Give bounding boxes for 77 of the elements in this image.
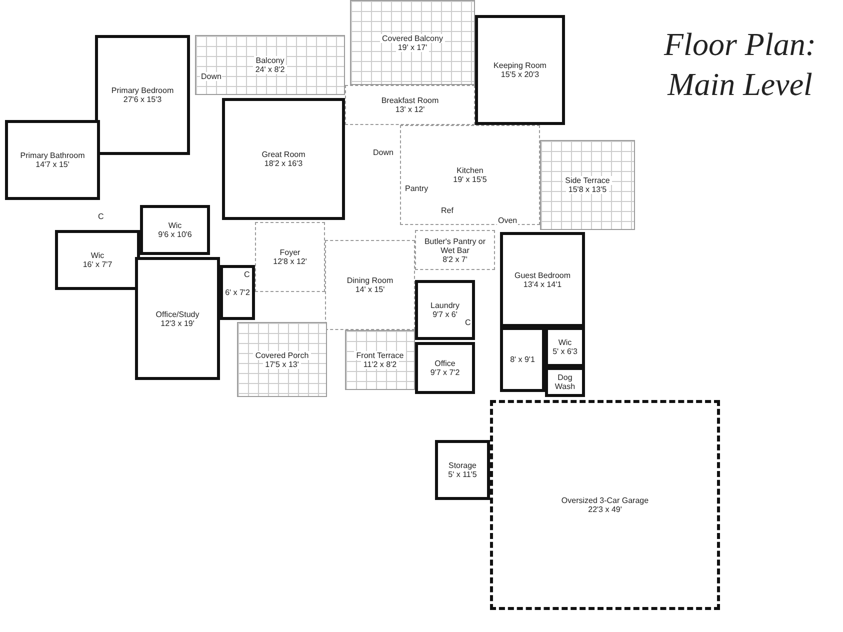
room-name: Dining Room xyxy=(344,276,396,285)
room-outline xyxy=(415,280,475,340)
room-outline xyxy=(545,367,585,397)
room-name: Guest Bedroom xyxy=(512,270,573,280)
room-name: Office/Study xyxy=(154,310,202,318)
room-dimensions: 5' x 6'3 xyxy=(550,347,580,356)
terrace-outline xyxy=(540,140,635,230)
room-outline xyxy=(222,98,345,220)
room-dimensions: 22'3 x 49' xyxy=(586,505,624,514)
room-name: Keeping Room xyxy=(492,61,548,70)
room-outline xyxy=(475,15,565,125)
room-dimensions: 11'2 x 8'2 xyxy=(361,360,399,369)
room-dimensions: 19' x 15'5 xyxy=(451,175,489,184)
room-dimensions: 24' x 8'2 xyxy=(253,65,287,74)
terrace-outline xyxy=(345,330,415,390)
room-outline xyxy=(135,257,220,380)
room-dimensions: 15'5 x 20'3 xyxy=(498,70,542,79)
fixture-label: Ref xyxy=(440,206,454,215)
room-dimensions: 13' x 12' xyxy=(393,105,427,114)
stair-label: Down xyxy=(372,148,394,157)
room-outline xyxy=(55,230,140,290)
room-name: Covered Balcony xyxy=(380,34,445,42)
room-outline xyxy=(435,440,490,500)
room-name: Oversized 3-Car Garage xyxy=(559,496,651,505)
room-outline xyxy=(545,327,585,367)
room-name: Great Room xyxy=(260,150,308,159)
room-name: Storage xyxy=(446,461,479,470)
room-name: Primary Bedroom xyxy=(109,86,176,95)
room-name: Covered Porch xyxy=(253,350,311,360)
room-outline xyxy=(415,230,495,270)
room-name: Laundry xyxy=(428,301,462,310)
room-name: Front Terrace xyxy=(354,351,406,360)
room-label: 6' x 7'2 xyxy=(223,288,252,297)
closet-letter: C xyxy=(464,318,472,327)
room-name: Breakfast Room xyxy=(379,96,441,105)
room-outline xyxy=(255,222,325,292)
room-outline xyxy=(140,205,210,255)
terrace-outline xyxy=(237,322,327,397)
room-name: Wic xyxy=(556,338,574,347)
room-dimensions: 5' x 11'5 xyxy=(446,470,479,479)
closet-letter: C xyxy=(243,270,251,279)
room-dimensions: 14'7 x 15' xyxy=(34,160,72,169)
room-dimensions: 9'6 x 10'6 xyxy=(156,230,194,239)
terrace-outline xyxy=(350,0,475,85)
room-dimensions: 27'6 x 15'3 xyxy=(121,95,164,104)
room-dimensions: 14' x 15' xyxy=(353,285,387,294)
room-dimensions: 18'2 x 16'3 xyxy=(262,159,305,168)
room-outline xyxy=(345,85,475,125)
room-name: Wic xyxy=(166,221,184,230)
room-dimensions: 15'8 x 13'5 xyxy=(566,185,609,194)
fixture-label: Oven xyxy=(497,216,518,225)
pantry-label: Pantry xyxy=(404,184,430,193)
room-dimensions: 12'8 x 12' xyxy=(271,257,309,266)
room-outline xyxy=(325,240,415,330)
room-outline xyxy=(500,327,545,392)
room-outline xyxy=(220,265,255,320)
room-outline xyxy=(95,35,190,155)
plan-title: Floor Plan: Main Level xyxy=(662,25,817,104)
room-name: Primary Bathroom xyxy=(18,151,87,160)
room-dimensions: 9'7 x 6' xyxy=(430,310,460,319)
room-name: Office xyxy=(432,359,458,368)
room-outline xyxy=(400,125,540,225)
room-dimensions: 16' x 7'7 xyxy=(80,260,114,269)
garage-outline xyxy=(490,400,720,610)
closet-letter: C xyxy=(97,212,105,221)
room-label: 8' x 9'1 xyxy=(508,355,537,364)
room-name: Kitchen xyxy=(454,166,486,175)
room-dimensions: 9'7 x 7'2 xyxy=(428,368,462,377)
room-name: Balcony xyxy=(254,56,286,65)
room-name: Wic xyxy=(88,251,106,260)
room-outline xyxy=(5,120,100,200)
room-outline xyxy=(415,342,475,394)
room-name: Side Terrace xyxy=(563,176,612,185)
stair-label: Down xyxy=(200,72,222,81)
terrace-outline xyxy=(195,35,345,95)
room-name: Foyer xyxy=(278,248,302,257)
room-outline xyxy=(500,232,585,327)
